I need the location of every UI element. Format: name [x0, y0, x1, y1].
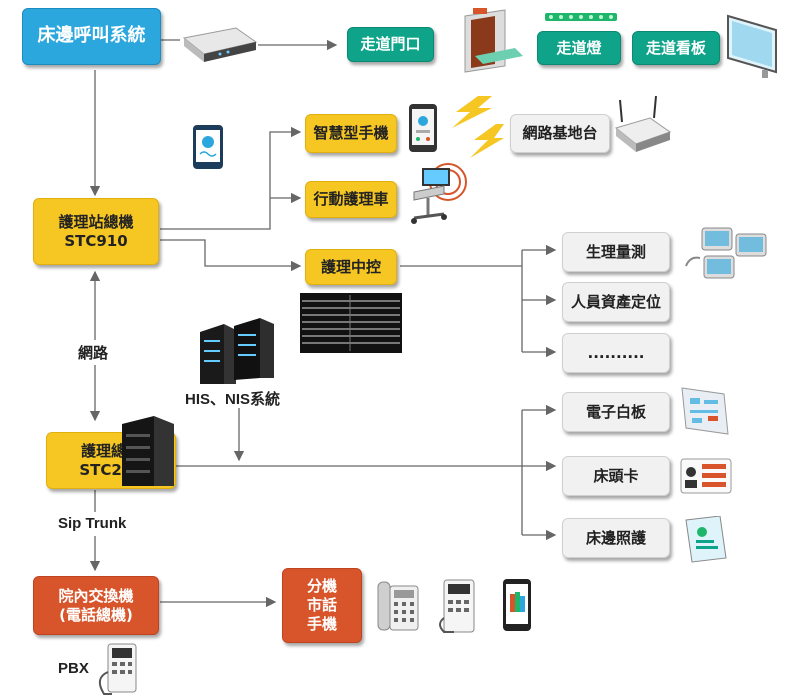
- display-board-icon: [727, 14, 777, 78]
- nursing-control-box: 護理中控: [305, 249, 397, 285]
- ip-phone-icon: [439, 579, 475, 633]
- corridor-board-box: 走道看板: [632, 31, 720, 65]
- bedside-care-tablet-icon: [685, 516, 727, 563]
- vital-signs-box: 生理量測: [562, 232, 670, 272]
- extension-box: 分機 市話 手機: [282, 568, 362, 643]
- whiteboard-icon: [681, 387, 729, 435]
- nursing-cart-icon: [411, 163, 467, 224]
- corridor-light-box: 走道燈: [537, 31, 621, 65]
- led-strip-icon: [545, 13, 617, 21]
- more-items-box: ..........: [562, 333, 670, 373]
- pbx-label: PBX: [58, 660, 89, 677]
- wifi-router-icon: [614, 96, 672, 152]
- router-icon: [182, 27, 258, 62]
- server-rack-icon: [200, 318, 274, 384]
- door-icon: [464, 8, 523, 73]
- sip-trunk-label: Sip Trunk: [58, 515, 127, 532]
- smartphone-icon: [409, 104, 437, 152]
- network-base-station-box: 網路基地台: [510, 114, 610, 153]
- bed-card-box: 床頭卡: [562, 456, 670, 496]
- monitoring-screen-icon: [300, 293, 402, 353]
- nursing-main-server-icon: [122, 416, 174, 486]
- staff-asset-location-box: 人員資產定位: [562, 282, 670, 322]
- his-nis-label: HIS、NIS系統: [185, 391, 281, 408]
- bedside-call-system-box: 床邊呼叫系統: [22, 8, 161, 65]
- pbx-phone-icon: [98, 643, 137, 695]
- bedside-care-box: 床邊照護: [562, 518, 670, 558]
- smartphone-box: 智慧型手機: [305, 114, 397, 153]
- nurse-station-stc910-box: 護理站總機 STC910: [33, 198, 159, 265]
- network-label: 網路: [78, 345, 109, 362]
- bed-card-icon: [680, 458, 732, 494]
- mobile-phone-icon: [503, 579, 531, 631]
- vital-signs-monitor-icon: [685, 227, 767, 279]
- electronic-whiteboard-box: 電子白板: [562, 392, 670, 432]
- desk-phone-icon: [377, 581, 419, 631]
- mobile-nursing-cart-box: 行動護理車: [305, 181, 397, 218]
- tablet-app-icon: [193, 125, 223, 169]
- corridor-door-box: 走道門口: [347, 27, 434, 62]
- pbx-exchange-box: 院內交換機 (電話總機): [33, 576, 159, 635]
- wireless-signal-icon: [452, 96, 504, 158]
